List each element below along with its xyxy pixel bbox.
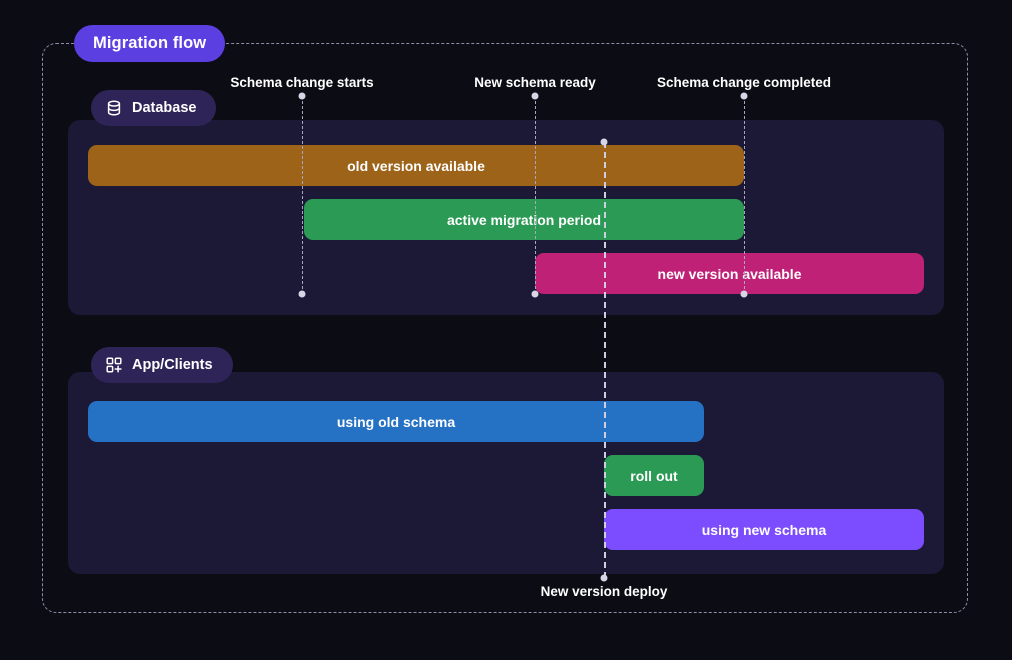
- marker-dot-new-version-deploy-bottom: [600, 574, 608, 582]
- bar-using-old-schema[interactable]: using old schema: [88, 401, 704, 442]
- marker-line-schema-change-starts: [302, 96, 303, 294]
- lane-pill-label-database: Database: [132, 100, 197, 116]
- app-grid-plus-icon: [105, 356, 123, 374]
- bar-label-using-old-schema: using old schema: [336, 413, 456, 430]
- bar-label-active-migration-period: active migration period: [446, 211, 602, 228]
- marker-label-schema-change-completed: Schema change completed: [656, 75, 832, 90]
- marker-dot-schema-change-starts-top: [298, 92, 306, 100]
- lane-pill-app-clients[interactable]: App/Clients: [91, 347, 233, 383]
- marker-line-new-schema-ready: [535, 96, 536, 294]
- marker-dot-schema-change-completed-bottom: [740, 290, 748, 298]
- bar-label-using-new-schema: using new schema: [701, 521, 827, 538]
- lane-pill-database[interactable]: Database: [91, 90, 217, 126]
- bar-label-old-version-available: old version available: [347, 157, 485, 174]
- marker-dot-new-schema-ready-bottom: [531, 290, 539, 298]
- lane-pill-label-app-clients: App/Clients: [132, 357, 213, 373]
- diagram-frame: [42, 43, 968, 613]
- diagram-title-badge: Migration flow: [74, 25, 226, 62]
- marker-dot-schema-change-starts-bottom: [298, 290, 306, 298]
- marker-dot-schema-change-completed-top: [740, 92, 748, 100]
- bar-roll-out[interactable]: roll out: [604, 455, 704, 496]
- bar-label-new-version-available: new version available: [657, 265, 802, 282]
- marker-label-new-schema-ready: New schema ready: [474, 75, 596, 90]
- marker-dot-new-version-deploy-top: [600, 138, 608, 146]
- diagram-title-label: Migration flow: [93, 34, 207, 52]
- marker-label-new-version-deploy: New version deploy: [540, 584, 668, 599]
- marker-dot-new-schema-ready-top: [531, 92, 539, 100]
- marker-label-schema-change-starts: Schema change starts: [230, 75, 374, 90]
- bar-new-version-available[interactable]: new version available: [535, 253, 924, 294]
- bar-using-new-schema[interactable]: using new schema: [604, 509, 924, 550]
- bar-active-migration-period[interactable]: active migration period: [304, 199, 744, 240]
- bar-label-roll-out: roll out: [630, 467, 678, 484]
- bar-old-version-available[interactable]: old version available: [88, 145, 744, 186]
- marker-line-new-version-deploy: [604, 142, 606, 578]
- marker-line-schema-change-completed: [744, 96, 745, 294]
- database-icon: [105, 99, 123, 117]
